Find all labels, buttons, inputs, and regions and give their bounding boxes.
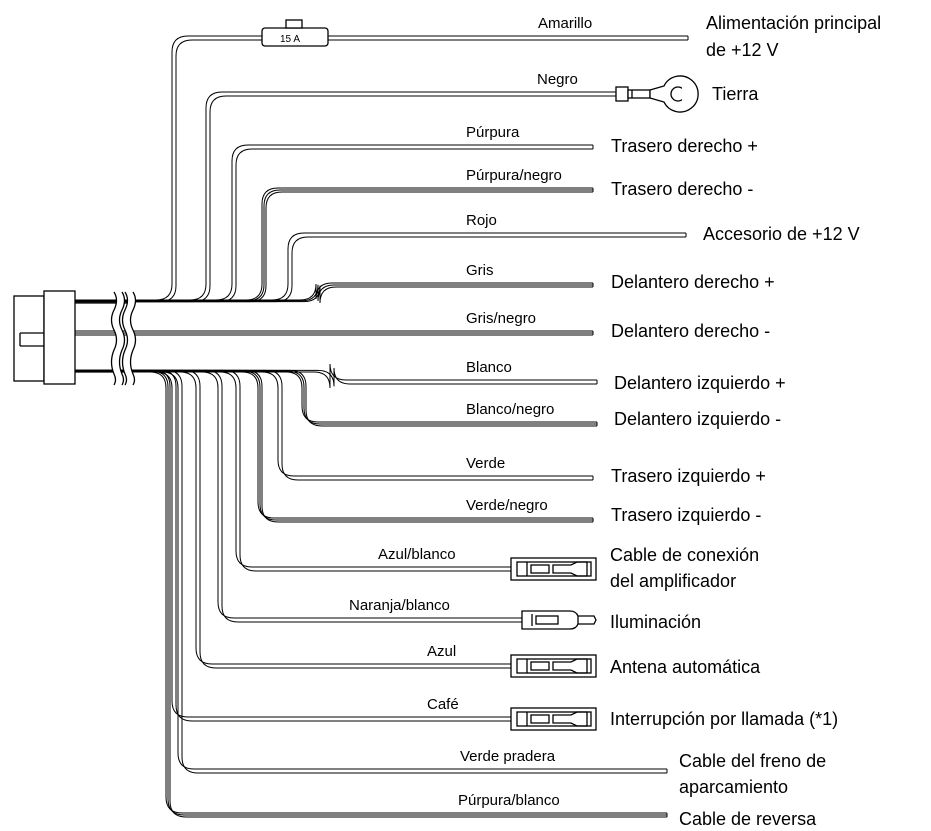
ring-terminal-icon: [615, 75, 699, 113]
wire-color-label: Verde pradera: [460, 748, 556, 765]
wire-color-label: Azul/blanco: [378, 546, 456, 563]
wire-function-label: aparcamiento: [679, 777, 788, 797]
wire-strand: [75, 369, 593, 481]
wire-terminals: [510, 75, 699, 731]
wire-stripe: [75, 370, 667, 816]
wire-strand: [75, 369, 511, 722]
wire-13: [75, 369, 512, 669]
wire-stripe: [75, 189, 593, 302]
wire-strand: [75, 371, 511, 665]
wire-function-label: Cable de reversa: [679, 809, 817, 829]
fuse-icon: 15 A: [261, 19, 329, 47]
wire-function-label: del amplificador: [610, 571, 736, 591]
wire-function-label: Accesorio de +12 V: [703, 224, 860, 244]
wire-strand: [75, 285, 593, 304]
wire-8: [75, 369, 598, 427]
wire-break-marks: [110, 290, 137, 387]
male-connector-icon: [521, 610, 597, 630]
wire-strand: [75, 282, 593, 301]
female-connector-icon: [510, 707, 597, 731]
wire-color-label: Púrpura/negro: [466, 167, 562, 184]
female-connector-icon: [510, 654, 597, 678]
wire-strand: [75, 236, 686, 303]
wire-1: [75, 91, 617, 303]
wire-10: [75, 369, 594, 523]
wire-strand: [75, 371, 511, 568]
wire-16: [75, 369, 668, 818]
wire-color-label: Azul: [427, 643, 456, 660]
wire-strand: [75, 369, 667, 818]
wire-color-label: Café: [427, 696, 459, 713]
wire-color-label: Naranja/blanco: [349, 597, 450, 614]
wire-5: [75, 282, 594, 304]
wire-color-label: Negro: [537, 71, 578, 88]
wire-strand: [75, 369, 667, 774]
wires: [75, 35, 689, 818]
wire-15: [75, 369, 668, 774]
wire-strand: [75, 371, 522, 619]
wire-function-label: Cable del freno de: [679, 751, 826, 771]
wire-strand: [75, 371, 593, 519]
wire-function-label: Interrupción por llamada (*1): [610, 709, 838, 729]
wire-function-label: Trasero derecho +: [611, 136, 758, 156]
wire-4: [75, 232, 687, 303]
wire-strand: [75, 187, 593, 301]
wire-function-label: Trasero izquierdo -: [611, 505, 761, 525]
wire-7: [75, 363, 598, 389]
wire-strand: [75, 369, 511, 572]
wire-color-label: Gris/negro: [466, 310, 536, 327]
wire-function-label: Iluminación: [610, 612, 701, 632]
wire-strand: [75, 369, 597, 427]
wire-stripe: [75, 370, 593, 521]
wire-strand: [75, 367, 597, 387]
female-connector-icon: [510, 557, 597, 581]
wire-stripe: [75, 370, 597, 425]
wire-strand: [75, 371, 667, 814]
wire-12: [75, 369, 523, 623]
wire-function-label: Tierra: [712, 84, 759, 104]
wire-11: [75, 369, 512, 572]
wire-strand: [75, 369, 522, 623]
wire-labels: Amarillo Alimentación principal de +12 V Ne…: [349, 13, 881, 829]
wire-color-label: Blanco: [466, 359, 512, 376]
wire-color-label: Amarillo: [538, 15, 592, 32]
wire-function-label: Antena automática: [610, 657, 761, 677]
wire-0: [75, 35, 689, 303]
fuse-label: 15 A: [280, 34, 300, 45]
wire-function-label: de +12 V: [706, 40, 779, 60]
wire-6: [75, 330, 594, 336]
wire-strand: [75, 95, 616, 303]
wire-strand: [75, 144, 593, 301]
wire-color-label: Blanco/negro: [466, 401, 554, 418]
wire-strand: [75, 371, 593, 477]
wire-strand: [75, 232, 686, 301]
wire-color-label: Verde: [466, 455, 505, 472]
wire-function-label: Delantero derecho -: [611, 321, 770, 341]
wire-strand: [75, 363, 597, 389]
wire-function-label: Trasero izquierdo +: [611, 466, 766, 486]
wire-color-label: Rojo: [466, 212, 497, 229]
wire-strand: [75, 371, 667, 770]
wire-function-label: Trasero derecho -: [611, 179, 753, 199]
wire-color-label: Gris: [466, 262, 494, 279]
wire-stripe: [75, 284, 593, 302]
wire-strand: [75, 369, 593, 523]
wire-function-label: Alimentación principal: [706, 13, 881, 33]
wire-function-label: Delantero izquierdo +: [614, 373, 786, 393]
wire-color-label: Verde/negro: [466, 497, 548, 514]
wire-strand: [75, 35, 688, 301]
wire-strand: [75, 39, 688, 303]
wire-function-label: Delantero izquierdo -: [614, 409, 781, 429]
wire-strand: [75, 91, 616, 301]
wire-function-label: Delantero derecho +: [611, 272, 775, 292]
wire-color-label: Púrpura/blanco: [458, 792, 560, 809]
wire-function-label: Cable de conexión: [610, 545, 759, 565]
wire-color-label: Púrpura: [466, 124, 520, 141]
wire-strand: [75, 371, 597, 423]
wire-strand: [75, 369, 511, 669]
wire-9: [75, 369, 594, 481]
